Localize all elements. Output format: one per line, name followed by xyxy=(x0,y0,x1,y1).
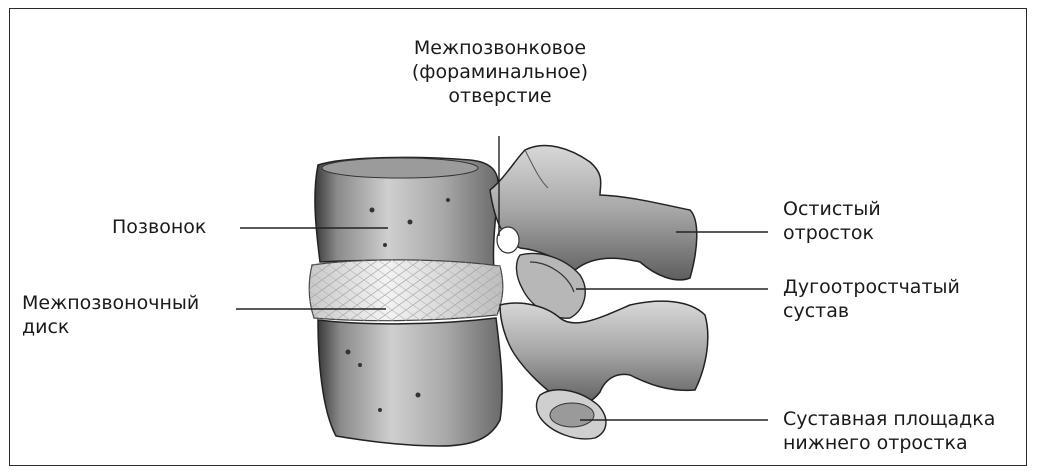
label-spinous: Остистый отросток xyxy=(783,197,881,245)
intervertebral-foramen xyxy=(497,227,519,253)
intervertebral-disc xyxy=(309,260,503,321)
label-foramen-line3: отверстие xyxy=(380,84,620,108)
label-foramen-line2: (фораминальное) xyxy=(380,60,620,84)
lower-vertebral-body xyxy=(318,318,502,446)
label-disc-line2: диск xyxy=(22,315,199,339)
label-articular-line2: нижнего отростка xyxy=(783,431,995,455)
label-articular-line1: Суставная площадка xyxy=(783,407,995,431)
label-facet-line2: сустав xyxy=(783,299,960,323)
label-facet-joint: Дугоотростчатый сустав xyxy=(783,275,960,323)
upper-vertebral-body xyxy=(315,157,498,270)
label-spinous-line2: отросток xyxy=(783,221,881,245)
label-vertebra: Позвонок xyxy=(112,215,206,239)
label-disc-line1: Межпозвоночный xyxy=(22,291,199,315)
lower-arch xyxy=(500,301,708,405)
label-spinous-line1: Остистый xyxy=(783,197,881,221)
label-foramen: Межпозвонковое (фораминальное) отверстие xyxy=(380,36,620,108)
label-disc: Межпозвоночный диск xyxy=(22,291,199,339)
label-foramen-line1: Межпозвонковое xyxy=(380,36,620,60)
label-facet-line1: Дугоотростчатый xyxy=(783,275,960,299)
label-vertebra-line1: Позвонок xyxy=(112,215,206,239)
label-articular-surface: Суставная площадка нижнего отростка xyxy=(783,407,995,455)
